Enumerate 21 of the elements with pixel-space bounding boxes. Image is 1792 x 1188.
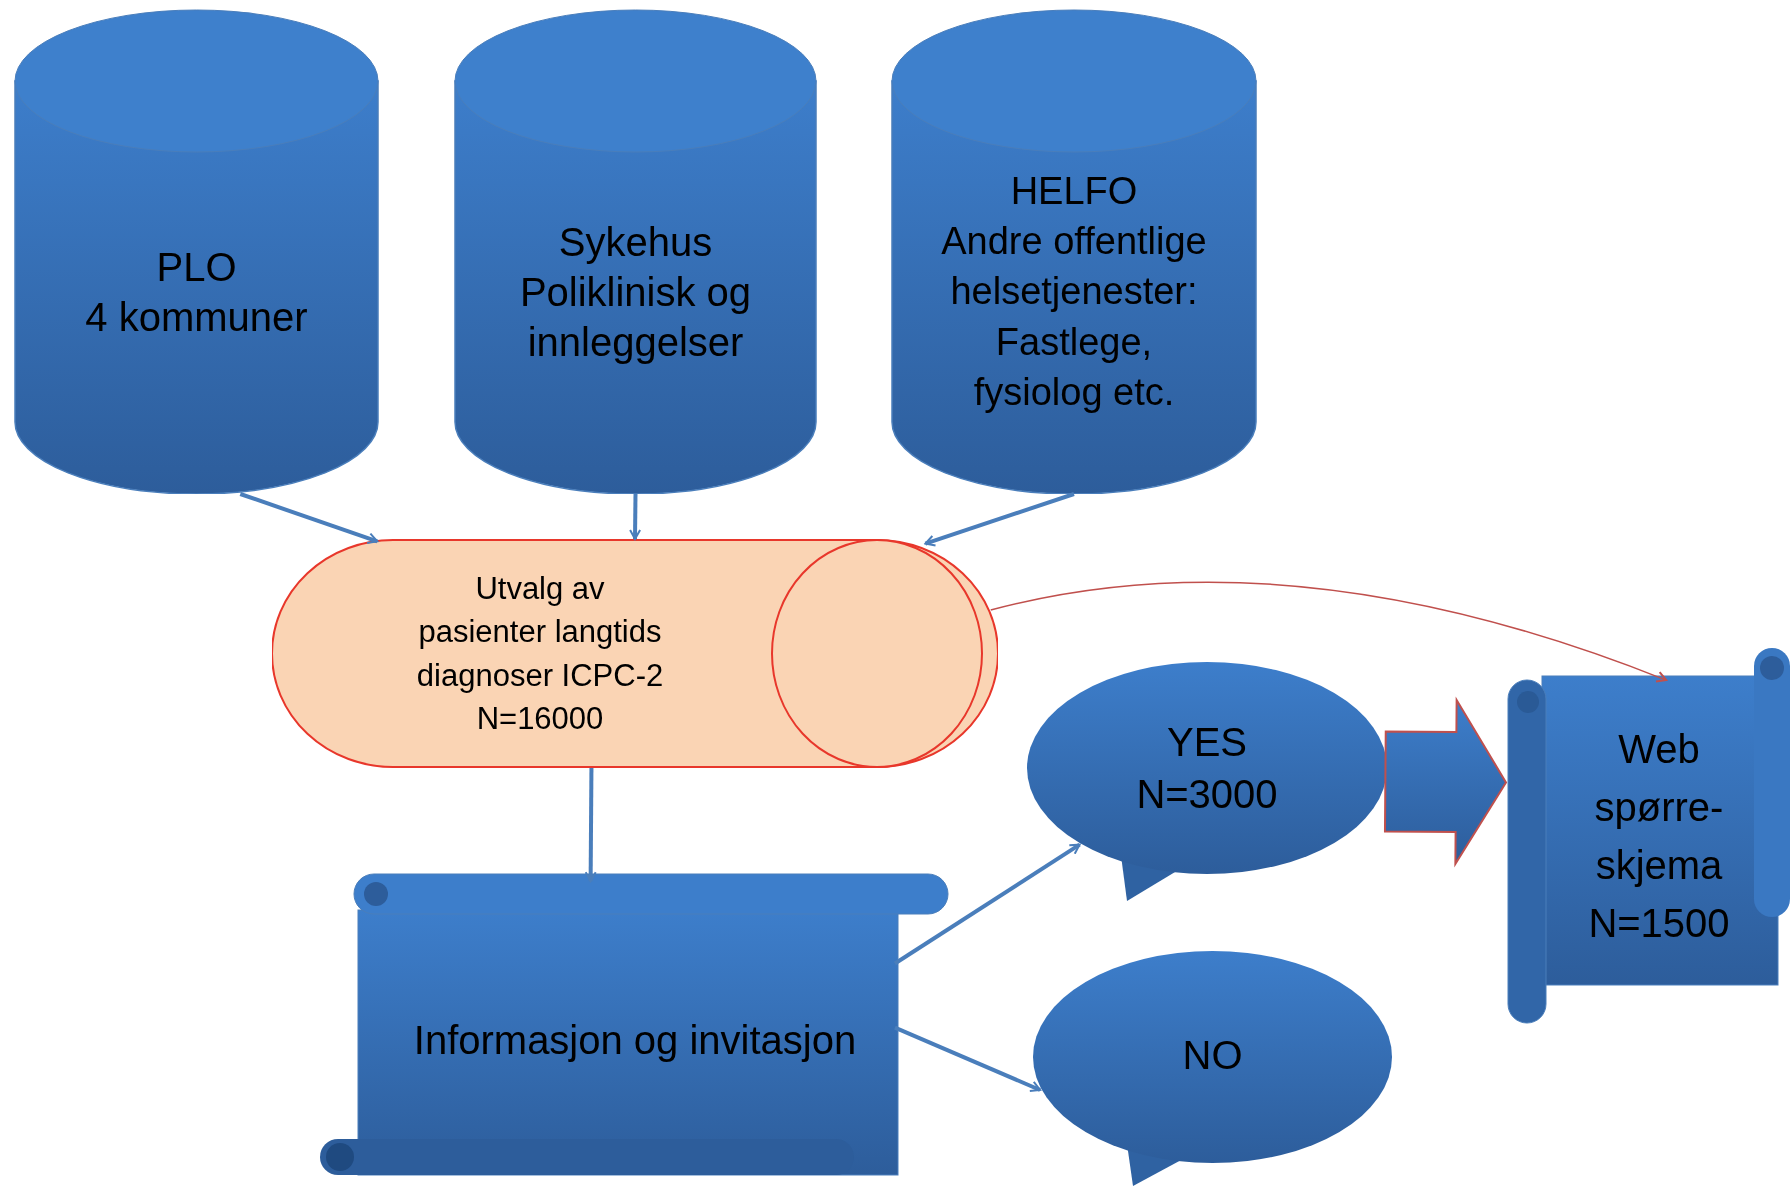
curved-arrow [990,581,1668,683]
node-text: Web spørre-skjema [1593,725,1725,889]
node-text: Andre offentlige helsetjenester: Fastlege, fysiolog etc. [940,219,1208,415]
arrow [584,768,597,883]
arrow [239,492,379,545]
node-text: NO [1182,1032,1243,1079]
node-text: N=3000 [1136,771,1278,818]
block-arrow [1383,696,1508,868]
arrow [629,493,642,540]
arrow [893,843,1081,966]
node-text: Utvalg av pasienter langtids diagnoser ICPC-2 N=16000 [415,569,665,738]
node-text: PLO [156,243,237,291]
node-text: 4 kommuner [85,293,308,341]
arrow [894,1025,1042,1093]
node-text: HELFO [1010,169,1138,215]
node-text: Informasjon og invitasjon [413,1016,857,1064]
node-text: Poliklinisk og innleggelser [518,268,753,366]
arrow [924,492,1075,547]
node-text: N=1500 [1588,899,1730,947]
node-text: YES [1166,719,1247,766]
node-text: Sykehus [558,218,713,266]
